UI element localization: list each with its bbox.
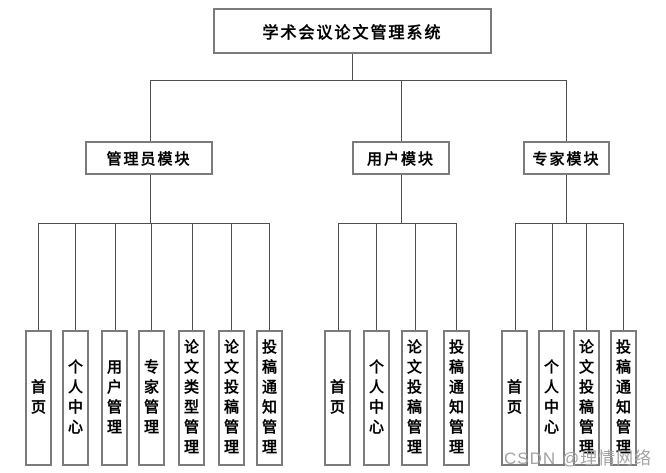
node-leaf-admin-expert-mgmt: 专家管理	[138, 330, 165, 466]
leaf-label: 个人中心	[67, 359, 83, 436]
leaf-label: 专家管理	[143, 359, 159, 436]
connector-line	[586, 223, 587, 330]
connector-line	[192, 223, 193, 330]
node-leaf-user-personal: 个人中心	[363, 330, 390, 466]
connector-line	[150, 80, 567, 81]
connector-line	[150, 175, 151, 223]
node-leaf-expert-home: 首页	[501, 330, 528, 466]
connector-line	[456, 223, 457, 330]
connector-line	[401, 80, 402, 141]
connector-line	[566, 175, 567, 223]
node-leaf-admin-type-mgmt: 论文类型管理	[178, 330, 205, 466]
connector-line	[415, 223, 416, 330]
leaf-label: 个人中心	[543, 359, 559, 436]
connector-line	[115, 223, 116, 330]
csdn-watermark: CSDN @理情网络	[504, 449, 653, 468]
connector-line	[566, 80, 567, 141]
leaf-label: 论文投稿管理	[578, 339, 594, 456]
node-leaf-admin-notice-mgmt: 投稿通知管理	[256, 330, 283, 466]
leaf-label: 论文投稿管理	[406, 339, 422, 456]
connector-line	[150, 80, 151, 141]
connector-line	[38, 223, 39, 330]
connector-line	[515, 223, 516, 330]
node-leaf-expert-notice-mgmt: 投稿通知管理	[610, 330, 637, 466]
connector-line	[552, 223, 553, 330]
connector-line	[515, 223, 624, 224]
connector-line	[338, 223, 339, 330]
connector-line	[269, 223, 270, 330]
connector-line	[38, 223, 270, 224]
node-module-expert-label: 专家模块	[532, 150, 601, 168]
connector-line	[376, 223, 377, 330]
leaf-label: 首页	[506, 379, 522, 416]
node-leaf-admin-submit-mgmt: 论文投稿管理	[218, 330, 245, 466]
node-module-user: 用户模块	[352, 141, 450, 175]
leaf-label: 投稿通知管理	[615, 339, 631, 456]
node-system-root: 学术会议论文管理系统	[213, 8, 492, 54]
connector-line	[151, 223, 152, 330]
leaf-label: 投稿通知管理	[261, 339, 277, 456]
connector-line	[338, 223, 457, 224]
connector-line	[231, 223, 232, 330]
node-leaf-expert-submit-mgmt: 论文投稿管理	[573, 330, 600, 466]
node-module-admin: 管理员模块	[85, 141, 213, 175]
node-module-admin-label: 管理员模块	[106, 150, 192, 168]
node-leaf-expert-personal: 个人中心	[538, 330, 565, 466]
node-module-expert: 专家模块	[523, 141, 610, 175]
node-leaf-user-submit-mgmt: 论文投稿管理	[401, 330, 428, 466]
node-leaf-user-notice-mgmt: 投稿通知管理	[443, 330, 470, 466]
leaf-label: 论文类型管理	[183, 339, 199, 456]
leaf-label: 首页	[30, 379, 46, 416]
connector-line	[623, 223, 624, 330]
leaf-label: 个人中心	[368, 359, 384, 436]
connector-line	[75, 223, 76, 330]
connector-line	[352, 54, 353, 80]
node-module-user-label: 用户模块	[366, 150, 435, 168]
node-leaf-user-home: 首页	[324, 330, 351, 466]
node-leaf-admin-user-mgmt: 用户管理	[101, 330, 128, 466]
node-leaf-admin-personal: 个人中心	[62, 330, 89, 466]
leaf-label: 首页	[329, 379, 345, 416]
leaf-label: 论文投稿管理	[223, 339, 239, 456]
node-leaf-admin-home: 首页	[25, 330, 52, 466]
leaf-label: 用户管理	[106, 359, 122, 436]
connector-line	[401, 175, 402, 223]
leaf-label: 投稿通知管理	[448, 339, 464, 456]
node-system-root-label: 学术会议论文管理系统	[262, 25, 443, 42]
